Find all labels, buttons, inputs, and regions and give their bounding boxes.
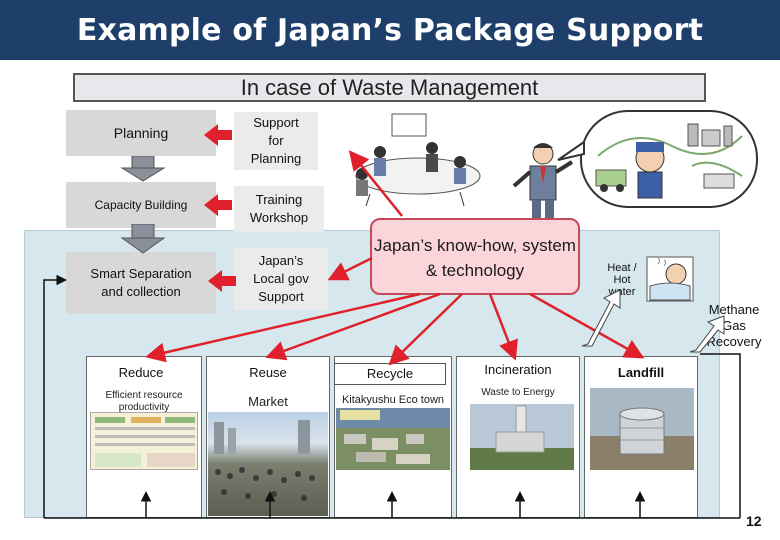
local-gov-support: Japan’s Local gov Support <box>234 248 328 310</box>
incinerator-photo <box>470 404 574 470</box>
reduce-subtitle: Efficient resource productivity <box>105 390 183 413</box>
title-bar: Example of Japan’s Package Support <box>0 0 780 60</box>
landfill-photo <box>590 388 694 470</box>
recycle-subtitle: Kitakyushu Eco town <box>341 394 445 406</box>
incineration-title: Incineration <box>484 362 552 377</box>
arrow-planning <box>204 124 232 146</box>
reuse-title: Reuse <box>249 365 287 380</box>
page-title: Example of Japan’s Package Support <box>76 13 704 48</box>
methane-label: Methane Gas Recovery <box>706 302 762 349</box>
city-waste-illustration <box>595 123 743 199</box>
incineration-subtitle: Waste to Energy <box>481 387 555 398</box>
step-smart-separation: Smart Separation and collection <box>66 252 216 314</box>
arrow-capacity <box>204 194 232 216</box>
recycle-title: Recycle <box>334 363 446 385</box>
bubble-tail <box>557 140 585 161</box>
heat-label: Heat / Hot water <box>607 262 637 298</box>
case-banner: In case of Waste Management <box>73 73 706 102</box>
support-for-planning: Support for Planning <box>234 112 318 170</box>
step-planning: Planning <box>66 110 216 156</box>
training-workshop: Training Workshop <box>234 186 324 232</box>
know-how-box: Japan’s know-how, system & technology <box>370 218 580 295</box>
reduce-document-image <box>90 412 198 470</box>
page-number: 12 <box>746 513 762 529</box>
step-capacity-building: Capacity Building <box>66 182 216 228</box>
bath-illustration <box>646 256 694 302</box>
presenter-illustration <box>512 143 574 220</box>
landfill-title: Landfill <box>617 365 665 380</box>
ecotown-aerial-photo <box>336 408 450 470</box>
arrow-separation <box>208 270 236 292</box>
down-arrow-1 <box>120 156 166 182</box>
down-arrow-2 <box>120 224 166 254</box>
reduce-title: Reduce <box>118 365 164 380</box>
market-photo <box>208 412 328 516</box>
reuse-subtitle: Market <box>248 394 288 409</box>
meeting-illustration <box>355 113 481 207</box>
